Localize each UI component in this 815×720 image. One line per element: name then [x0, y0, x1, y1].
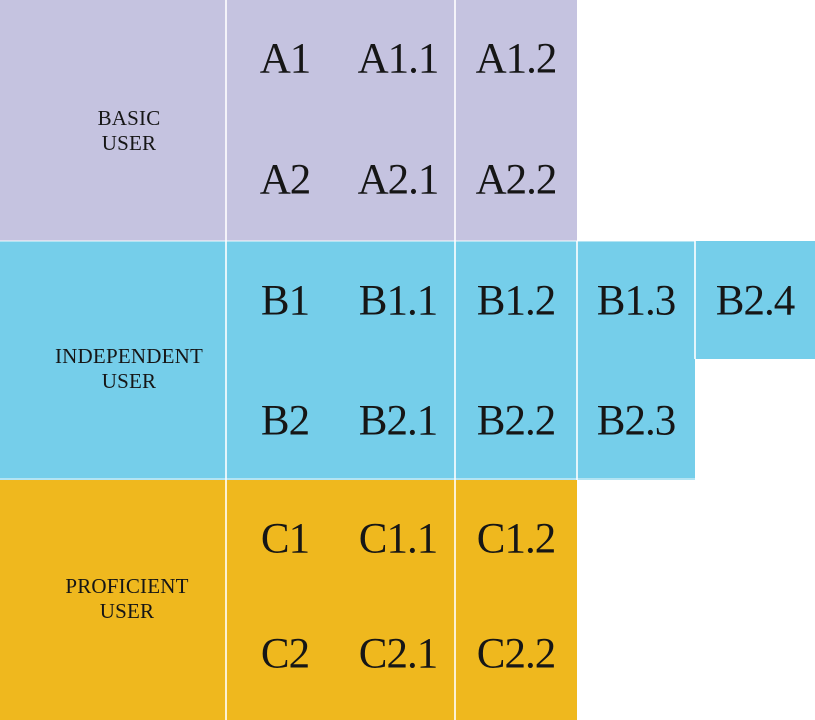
column-divider-1: [225, 0, 227, 720]
column-divider-3: [576, 241, 578, 480]
basic-user-label-line2: USER: [101, 131, 157, 155]
cell-c2: C2: [260, 630, 310, 678]
cell-c1-2: C1.2: [476, 515, 556, 563]
basic-user-label: BASIC USER: [98, 106, 161, 156]
independent-user-label: INDEPENDENT USER: [55, 344, 203, 394]
cell-c2-2: C2.2: [476, 630, 556, 678]
cell-c1-1: C1.1: [358, 515, 438, 563]
cell-b1-3: B1.3: [596, 277, 676, 325]
cell-b1-2: B1.2: [476, 277, 556, 325]
band-seam-independent-proficient: [0, 478, 695, 480]
cell-b2-1: B2.1: [358, 397, 438, 445]
band-seam-basic-independent: [0, 240, 695, 242]
cell-b2-2: B2.2: [476, 397, 556, 445]
independent-user-label-line1: INDEPENDENT: [54, 344, 204, 368]
cell-c1: C1: [260, 515, 310, 563]
proficient-user-label-line1: PROFICIENT: [65, 574, 189, 598]
cell-a2-2: A2.2: [475, 156, 558, 204]
basic-user-label-line1: BASIC: [97, 106, 161, 130]
basic-user-section-bg: [0, 0, 577, 241]
independent-user-b24-cell-bg: [695, 241, 815, 359]
column-divider-4: [694, 241, 696, 359]
cell-c2-1: C2.1: [358, 630, 438, 678]
cell-b2: B2: [260, 397, 310, 445]
cell-a2: A2: [259, 156, 312, 204]
proficient-user-label: PROFICIENT USER: [65, 574, 188, 624]
cell-a1: A1: [259, 35, 312, 83]
cell-b1-1: B1.1: [358, 277, 438, 325]
cell-a1-2: A1.2: [475, 35, 558, 83]
column-divider-2: [454, 0, 456, 720]
proficient-user-label-line2: USER: [99, 599, 155, 623]
cell-b2-3: B2.3: [596, 397, 676, 445]
cell-b2-4: B2.4: [715, 277, 795, 325]
proficient-user-section-bg: [0, 480, 577, 720]
cell-a1-1: A1.1: [357, 35, 440, 83]
independent-user-section-bg: [0, 241, 695, 480]
cell-b1: B1: [260, 277, 310, 325]
cell-a2-1: A2.1: [357, 156, 440, 204]
independent-user-label-line2: USER: [101, 369, 157, 393]
